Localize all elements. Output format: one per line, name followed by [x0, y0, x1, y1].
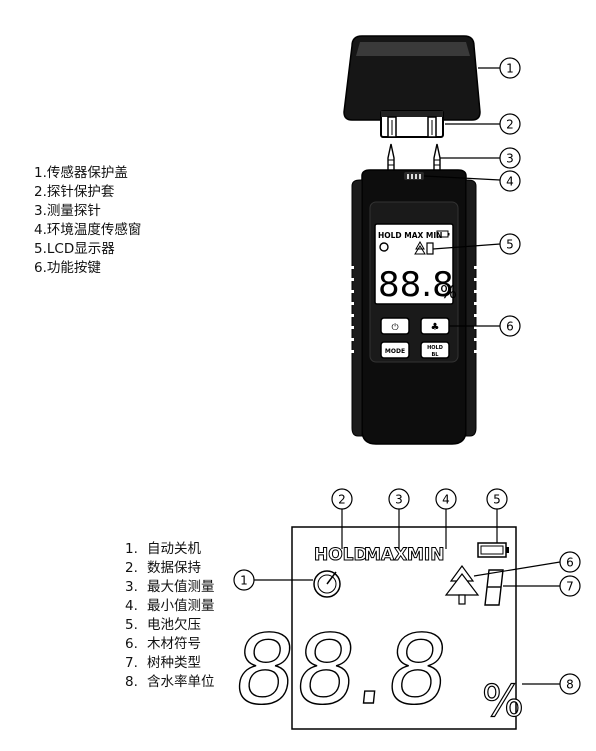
legend-item: 1.自动关机	[125, 541, 201, 557]
lcd-callout-circles: 1 2 3 4 5 6 7 8	[233, 488, 581, 695]
species-digit	[484, 569, 504, 606]
lcd-detail: HOLD MAX MIN 88.8 %	[228, 526, 524, 730]
hold-button-sublabel: BL	[432, 352, 440, 358]
power-icon: ⏻	[391, 322, 398, 333]
legend-item: 5.电池欠压	[125, 617, 201, 633]
device-lcd-digits: 88.8	[378, 265, 454, 305]
callout-number: 6	[506, 320, 514, 334]
callout-number: 3	[506, 152, 514, 166]
measuring-probes	[387, 143, 441, 173]
top-legend: 1.传感器保护盖 2.探针保护套 3.测量探针 4.环境温度传感窗 5.LCD显…	[34, 164, 141, 278]
grip-ridges-right	[474, 266, 478, 353]
callout-number: 4	[506, 175, 514, 189]
legend-item: 6.功能按键	[34, 260, 101, 276]
legend-item: 2.探针保护套	[34, 184, 115, 200]
callout-number: 7	[566, 580, 574, 594]
callout-number: 2	[338, 493, 346, 507]
battery-icon	[477, 542, 509, 558]
lcd-hold-label: HOLD	[314, 545, 368, 565]
device-body: HOLD MAX MIN 88.8 % ⏻ ♣ MODE	[350, 169, 478, 445]
mode-button-label: MODE	[385, 348, 405, 355]
callout-number: 3	[395, 493, 403, 507]
lcd-reading-digits: 88.8	[229, 614, 454, 726]
legend-item: 5.LCD显示器	[34, 241, 115, 257]
legend-item: 4.最小值测量	[125, 598, 215, 614]
sensor-cap	[343, 35, 481, 121]
legend-item: 1.传感器保护盖	[34, 165, 128, 181]
callout-number: 6	[566, 556, 574, 570]
callout-number: 1	[506, 62, 514, 76]
power-button[interactable]: ⏻	[380, 317, 410, 335]
callout-number: 2	[506, 118, 514, 132]
lcd-percent-unit: %	[482, 676, 524, 727]
legend-item: 7.树种类型	[125, 655, 201, 671]
legend-item: 2.数据保持	[125, 560, 201, 576]
device-lcd-unit: %	[440, 282, 457, 303]
function-buttons: ⏻ ♣ MODE HOLD BL	[380, 317, 450, 359]
lcd-callout-lines	[254, 509, 561, 685]
auto-power-off-icon	[313, 570, 341, 598]
temperature-sensor-window	[404, 172, 424, 180]
legend-item: 3.最大值测量	[125, 579, 215, 595]
callout-number: 8	[566, 678, 574, 692]
tree-icon	[444, 564, 480, 605]
callout-number: 5	[506, 238, 514, 252]
device-lcd-status-text: HOLD MAX MIN	[378, 231, 442, 240]
lcd-min-label: MIN	[407, 545, 444, 565]
legend-item: 8.含水率单位	[125, 674, 215, 690]
grip-ridges-left	[350, 266, 354, 353]
device-callouts	[423, 67, 501, 327]
device-callout-circles: 1 2 3 4 5 6	[499, 57, 521, 337]
callout-number: 5	[493, 493, 501, 507]
legend-item: 6.木材符号	[125, 636, 201, 652]
device-lcd: HOLD MAX MIN 88.8 %	[374, 223, 457, 305]
callout-number: 1	[240, 574, 248, 588]
lcd-max-label: MAX	[364, 545, 407, 565]
wood-type-button[interactable]: ♣	[420, 317, 450, 335]
hold-button-label: HOLD	[427, 345, 443, 351]
legend-item: 3.测量探针	[34, 203, 101, 219]
callout-number: 4	[442, 493, 450, 507]
mode-button[interactable]: MODE	[380, 341, 410, 359]
hold-button[interactable]: HOLD BL	[420, 341, 450, 359]
probe-sleeve	[380, 110, 444, 138]
legend-item: 4.环境温度传感窗	[34, 222, 142, 238]
bottom-legend: 1.自动关机 2.数据保持 3.最大值测量 4.最小值测量 5.电池欠压 6.木…	[125, 540, 215, 692]
tree-icon: ♣	[431, 322, 440, 333]
